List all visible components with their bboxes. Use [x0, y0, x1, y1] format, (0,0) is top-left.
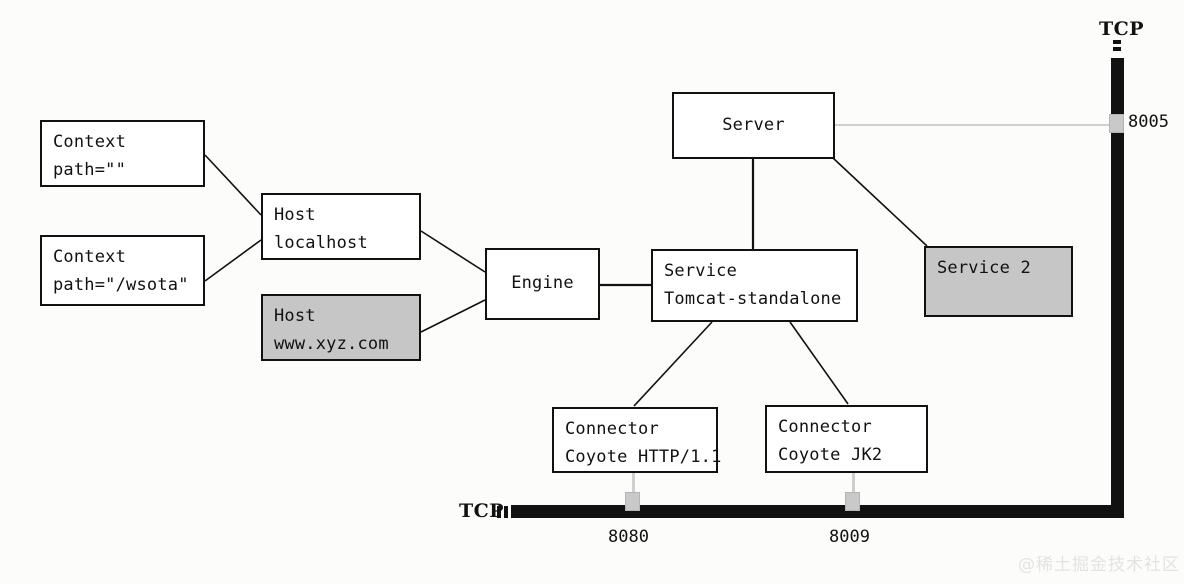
port-label-8005: 8005	[1128, 112, 1169, 132]
edge-context-wsota-to-host	[204, 239, 262, 282]
engine-label: Engine	[511, 273, 574, 294]
host-localhost-line2: localhost	[274, 232, 368, 253]
node-service-tomcat[interactable]: Service Tomcat-standalone	[651, 249, 858, 322]
edge-service-to-connector-http	[633, 321, 713, 407]
edge-host-localhost-to-engine	[420, 230, 486, 273]
node-connector-jk2[interactable]: Connector Coyote JK2	[765, 405, 928, 473]
connector-jk2-line1: Connector	[778, 417, 872, 437]
connector-http-line2: Coyote HTTP/1.1	[565, 446, 722, 467]
node-service-2[interactable]: Service 2	[924, 246, 1073, 317]
edge-service-to-connector-jk2	[789, 321, 849, 405]
node-server[interactable]: Server	[672, 92, 835, 159]
edge-server-to-service2	[832, 157, 928, 247]
bus-dash-top-1	[1113, 40, 1121, 44]
host-localhost-line1: Host	[274, 205, 316, 225]
port-marker-8080	[625, 492, 640, 511]
tcp-bus-vertical	[1111, 58, 1124, 518]
context-root-line1: Context	[53, 132, 127, 152]
edge-context-root-to-host	[204, 154, 262, 216]
port-marker-8009	[845, 492, 860, 511]
node-context-root[interactable]: Context path=""	[40, 120, 205, 187]
tcp-bus-horizontal	[511, 505, 1124, 518]
service-2-label: Service 2	[937, 258, 1031, 278]
service-tomcat-line1: Service	[664, 261, 738, 281]
context-wsota-line2: path="/wsota"	[53, 274, 189, 295]
node-host-xyz[interactable]: Host www.xyz.com	[261, 294, 421, 361]
port-label-8009: 8009	[829, 527, 870, 547]
node-context-wsota[interactable]: Context path="/wsota"	[40, 235, 205, 306]
bus-dash-top-2	[1113, 47, 1121, 51]
host-xyz-line2: www.xyz.com	[274, 333, 389, 354]
edge-host-xyz-to-engine	[420, 299, 486, 333]
server-label: Server	[722, 114, 785, 135]
bus-dash-left-1	[497, 506, 501, 518]
connector-http-line1: Connector	[565, 419, 659, 439]
node-host-localhost[interactable]: Host localhost	[261, 193, 421, 260]
tcp-label-top: TCP	[1099, 18, 1145, 40]
context-root-line2: path=""	[53, 159, 127, 180]
watermark: @稀土掘金技术社区	[1018, 555, 1180, 575]
connector-jk2-line2: Coyote JK2	[778, 444, 883, 465]
tcp-label-bottom: TCP	[459, 500, 505, 522]
port-label-8080: 8080	[608, 527, 649, 547]
node-engine[interactable]: Engine	[485, 248, 600, 320]
context-wsota-line1: Context	[53, 247, 127, 267]
node-connector-http[interactable]: Connector Coyote HTTP/1.1	[552, 407, 722, 473]
port-marker-8005	[1109, 114, 1124, 133]
bus-dash-left-2	[504, 506, 508, 518]
service-tomcat-line2: Tomcat-standalone	[664, 288, 842, 309]
host-xyz-line1: Host	[274, 306, 316, 326]
lead-server-to-bus	[835, 124, 1116, 126]
